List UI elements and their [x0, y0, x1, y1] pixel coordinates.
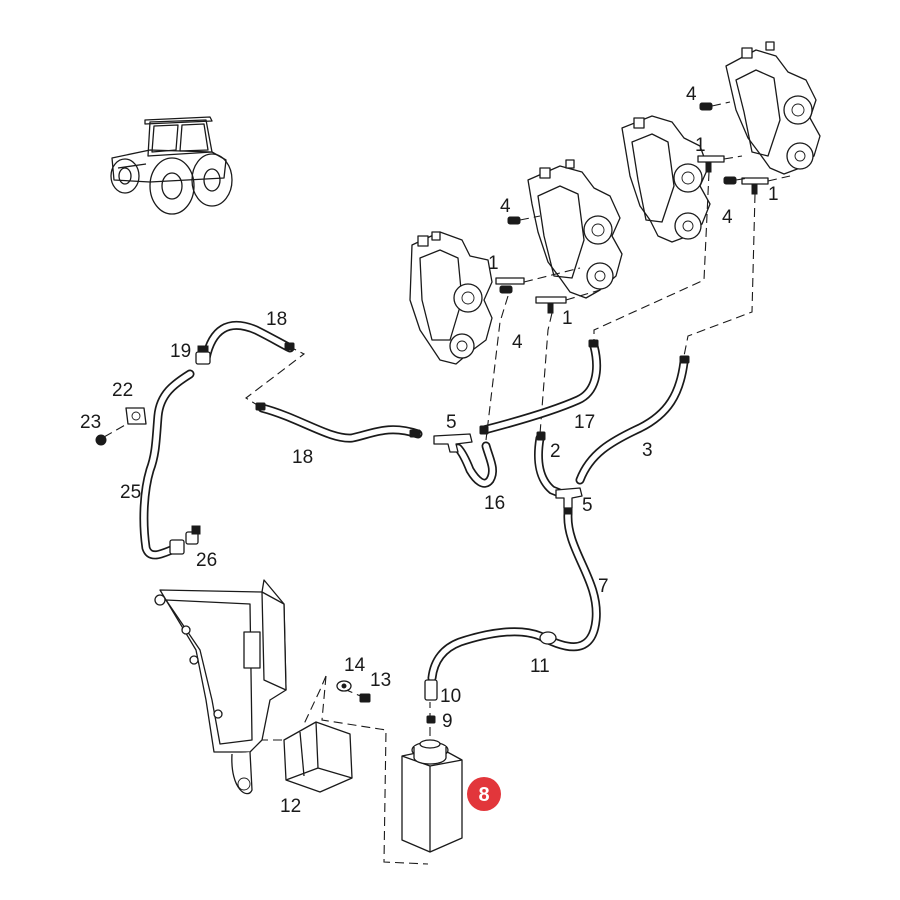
tractor-icon — [110, 116, 233, 215]
fittings — [495, 102, 769, 314]
part-label-1: 1 — [768, 184, 779, 205]
hose-fittings — [95, 339, 690, 724]
part-label-7: 7 — [598, 576, 609, 597]
part-label-19: 19 — [170, 341, 191, 362]
part-label-2: 2 — [550, 441, 561, 462]
mounting-bracket — [154, 579, 353, 795]
part-label-5: 5 — [446, 412, 457, 433]
part-label-9: 9 — [442, 711, 453, 732]
part-label-4: 4 — [686, 84, 697, 105]
part-label-18: 18 — [292, 447, 313, 468]
highlighted-part-badge[interactable]: 8 — [467, 777, 501, 811]
part-label-11: 11 — [530, 656, 550, 677]
part-label-4: 4 — [722, 207, 733, 228]
part-label-10: 10 — [440, 686, 461, 707]
part-label-25: 25 — [120, 482, 141, 503]
part-label-1: 1 — [695, 135, 706, 156]
part-label-4: 4 — [500, 196, 511, 217]
part-label-18: 18 — [266, 309, 287, 330]
part-label-26: 26 — [196, 550, 217, 571]
part-label-1: 1 — [488, 253, 499, 274]
bolt-and-washer — [336, 680, 371, 703]
badge-label[interactable]: 8 — [478, 784, 489, 806]
part-label-16: 16 — [484, 493, 505, 514]
reservoir-tank — [401, 739, 463, 853]
part-label-4: 4 — [512, 332, 523, 353]
part-label-22: 22 — [112, 380, 133, 401]
hydraulic-hoses — [139, 320, 689, 683]
part-label-5: 5 — [582, 495, 593, 516]
part-label-17: 17 — [574, 412, 595, 433]
part-label-14: 14 — [344, 655, 366, 676]
part-label-1: 1 — [562, 308, 573, 329]
hydraulic-valve-block — [409, 41, 821, 365]
part-label-13: 13 — [370, 670, 391, 691]
part-number-labels: 4 1 1 4 4 1 1 4 18 19 22 23 5 17 18 2 3 … — [80, 84, 779, 817]
part-label-12: 12 — [280, 796, 301, 817]
assembly-lines — [103, 101, 791, 865]
badge-circle[interactable] — [467, 777, 501, 811]
part-label-23: 23 — [80, 412, 101, 433]
part-label-3: 3 — [642, 440, 653, 461]
